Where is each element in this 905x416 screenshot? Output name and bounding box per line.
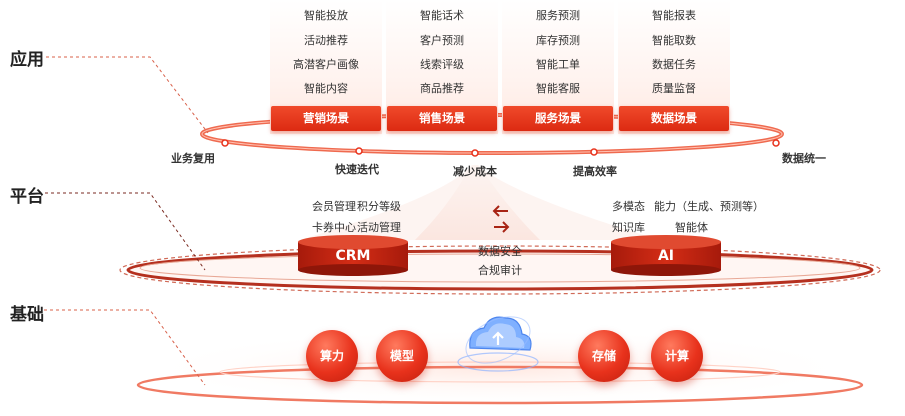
scene-item: 高潜客户画像: [293, 58, 359, 71]
scene-item: 智能话术: [420, 9, 464, 22]
connector-platform: [45, 192, 206, 271]
platform-disc-outer: [119, 245, 881, 295]
ai-cylinder: [611, 235, 721, 276]
connector-foundation: [44, 309, 206, 386]
ai-feature: 智能体: [675, 221, 708, 234]
ai-feature: 多模态: [612, 200, 645, 213]
foundation-ring: [136, 365, 864, 405]
crm-feature: 活动管理: [357, 221, 401, 234]
storage-node: 存储: [578, 330, 630, 382]
scene-item: 智能投放: [304, 9, 348, 22]
scene-column-service: 服务预测 库存预测 智能工单 智能客服 服务场景: [502, 0, 614, 134]
data-scene-button[interactable]: 数据场景: [619, 106, 729, 131]
crm-feature: 会员管理: [312, 200, 356, 213]
ring-value-label: 提高效率: [573, 165, 617, 178]
computing-node: 计算: [651, 330, 703, 382]
scene-item: 智能取数: [652, 34, 696, 47]
compliance-text: 合规审计: [478, 264, 522, 277]
scene-item: 服务预测: [536, 9, 580, 22]
scene-item: 库存预测: [536, 34, 580, 47]
connector-application: [46, 56, 209, 134]
scene-item: 智能内容: [304, 82, 348, 95]
scene-item: 商品推荐: [420, 82, 464, 95]
ring-value-label: 减少成本: [453, 165, 497, 178]
scene-column-marketing: 智能投放 活动推荐 高潜客户画像 智能内容 营销场景: [270, 0, 382, 134]
ring-value-label: 快速迭代: [335, 163, 379, 176]
scene-item: 质量监督: [652, 82, 696, 95]
bidirectional-arrows-icon: [492, 205, 510, 233]
scene-item: 线索评级: [420, 58, 464, 71]
crm-feature: 积分等级: [357, 200, 401, 213]
ring-value-label: 数据统一: [782, 152, 826, 165]
ring-value-label: 业务复用: [171, 152, 215, 165]
layer-label-application: 应用: [10, 50, 44, 70]
ai-feature: 能力（生成、预测等）: [654, 200, 764, 213]
light-beam-wide: [300, 165, 660, 240]
scene-column-data: 智能报表 智能取数 数据任务 质量监督 数据场景: [618, 0, 730, 134]
scene-item: 活动推荐: [304, 34, 348, 47]
model-node: 模型: [376, 330, 428, 382]
crm-label: CRM: [335, 248, 371, 264]
scene-item: 智能报表: [652, 9, 696, 22]
crm-feature: 卡券中心: [312, 221, 356, 234]
light-beam: [415, 165, 540, 240]
scene-item: 客户预测: [420, 34, 464, 47]
crm-cylinder: [298, 235, 408, 276]
security-text: 数据安全: [478, 245, 522, 258]
cloud-upload-icon: [457, 316, 539, 372]
ai-feature: 知识库: [612, 221, 645, 234]
compute-power-node: 算力: [306, 330, 358, 382]
scene-item: 智能客服: [536, 82, 580, 95]
ai-label: AI: [657, 248, 675, 264]
marketing-scene-button[interactable]: 营销场景: [271, 106, 381, 131]
scene-item: 智能工单: [536, 58, 580, 71]
scene-column-sales: 智能话术 客户预测 线索评级 商品推荐 销售场景: [386, 0, 498, 134]
sales-scene-button[interactable]: 销售场景: [387, 106, 497, 131]
layer-label-foundation: 基础: [10, 305, 44, 325]
layer-label-platform: 平台: [10, 187, 44, 207]
service-scene-button[interactable]: 服务场景: [503, 106, 613, 131]
scene-item: 数据任务: [652, 58, 696, 71]
